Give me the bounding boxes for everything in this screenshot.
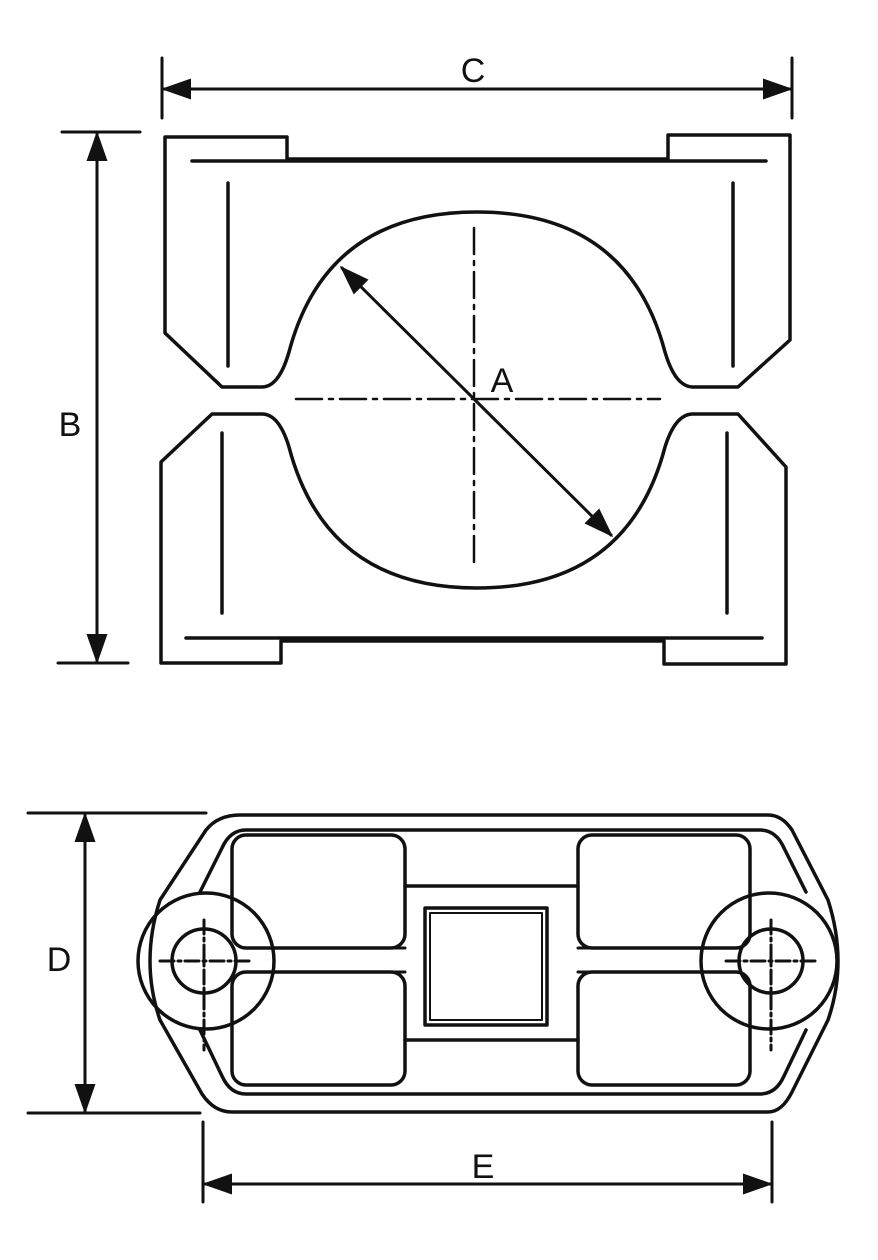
label-d: D bbox=[47, 941, 72, 979]
pocket-top-right bbox=[576, 833, 752, 950]
dimension-b: B bbox=[56, 130, 142, 665]
side-body-outer bbox=[148, 813, 840, 1114]
right-boss-circle bbox=[699, 891, 839, 1031]
left-bolt-boss bbox=[136, 891, 276, 1052]
upper-clamp-half bbox=[163, 133, 792, 389]
right-bolt-boss bbox=[699, 891, 839, 1052]
lower-clamp-half bbox=[159, 412, 788, 666]
top-view: C B A bbox=[56, 52, 794, 666]
label-a: A bbox=[491, 362, 514, 400]
dim-a-line-upper bbox=[339, 265, 476, 401]
side-view: D E bbox=[26, 811, 840, 1204]
pocket-top-left bbox=[230, 833, 407, 950]
pocket-bottom-right bbox=[576, 970, 752, 1087]
dim-a-line-lower bbox=[472, 397, 614, 538]
upper-half-outline bbox=[163, 133, 792, 389]
label-c: C bbox=[461, 52, 486, 90]
label-e: E bbox=[472, 1148, 495, 1186]
dimension-c: C bbox=[160, 52, 794, 120]
left-boss-circle bbox=[136, 891, 276, 1031]
side-body-inner bbox=[198, 828, 808, 1096]
dimension-e: E bbox=[201, 1120, 774, 1204]
pocket-bottom-left bbox=[230, 970, 407, 1087]
center-square-inner bbox=[429, 912, 543, 1021]
dimension-d: D bbox=[26, 811, 208, 1115]
dimension-a: A bbox=[339, 265, 614, 538]
lower-half-outline bbox=[159, 412, 788, 666]
center-square-outer bbox=[423, 906, 549, 1027]
label-b: B bbox=[59, 406, 82, 444]
